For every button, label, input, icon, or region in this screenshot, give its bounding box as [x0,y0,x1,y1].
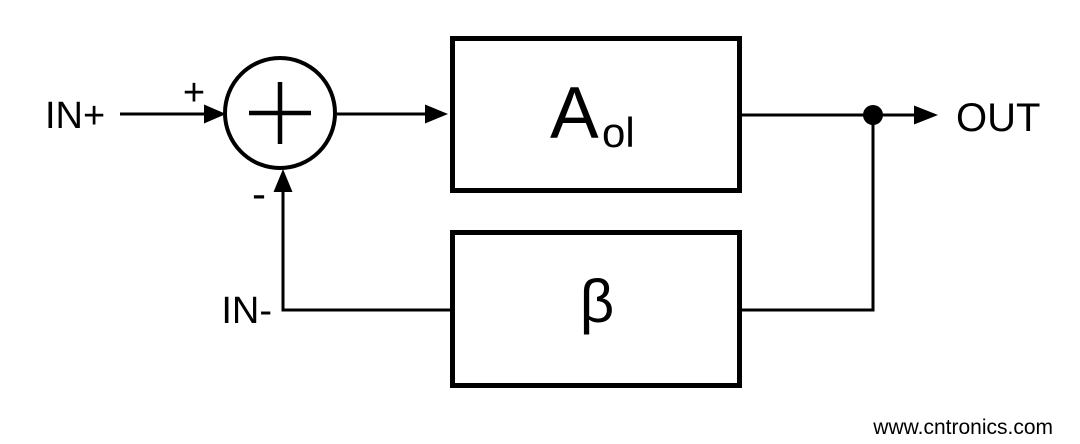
plus-sign-label: + [183,72,205,114]
arrowhead-output-icon [914,105,938,125]
minus-sign-label: - [252,170,266,217]
arrowhead-feedback-icon [273,169,293,192]
arrowhead-aol-input-icon [425,104,448,124]
input-minus-label: IN- [221,290,272,332]
forward-gain-subscript: ol [602,109,635,156]
output-label: OUT [956,96,1040,140]
input-plus-label: IN+ [45,95,105,137]
arrowhead-input-icon [204,104,226,124]
watermark-text: www.cntronics.com [872,416,1053,439]
feedback-gain-label: β [580,268,615,335]
forward-gain-label: A [550,73,599,154]
beta-block [450,230,742,388]
aol-block [450,36,742,193]
